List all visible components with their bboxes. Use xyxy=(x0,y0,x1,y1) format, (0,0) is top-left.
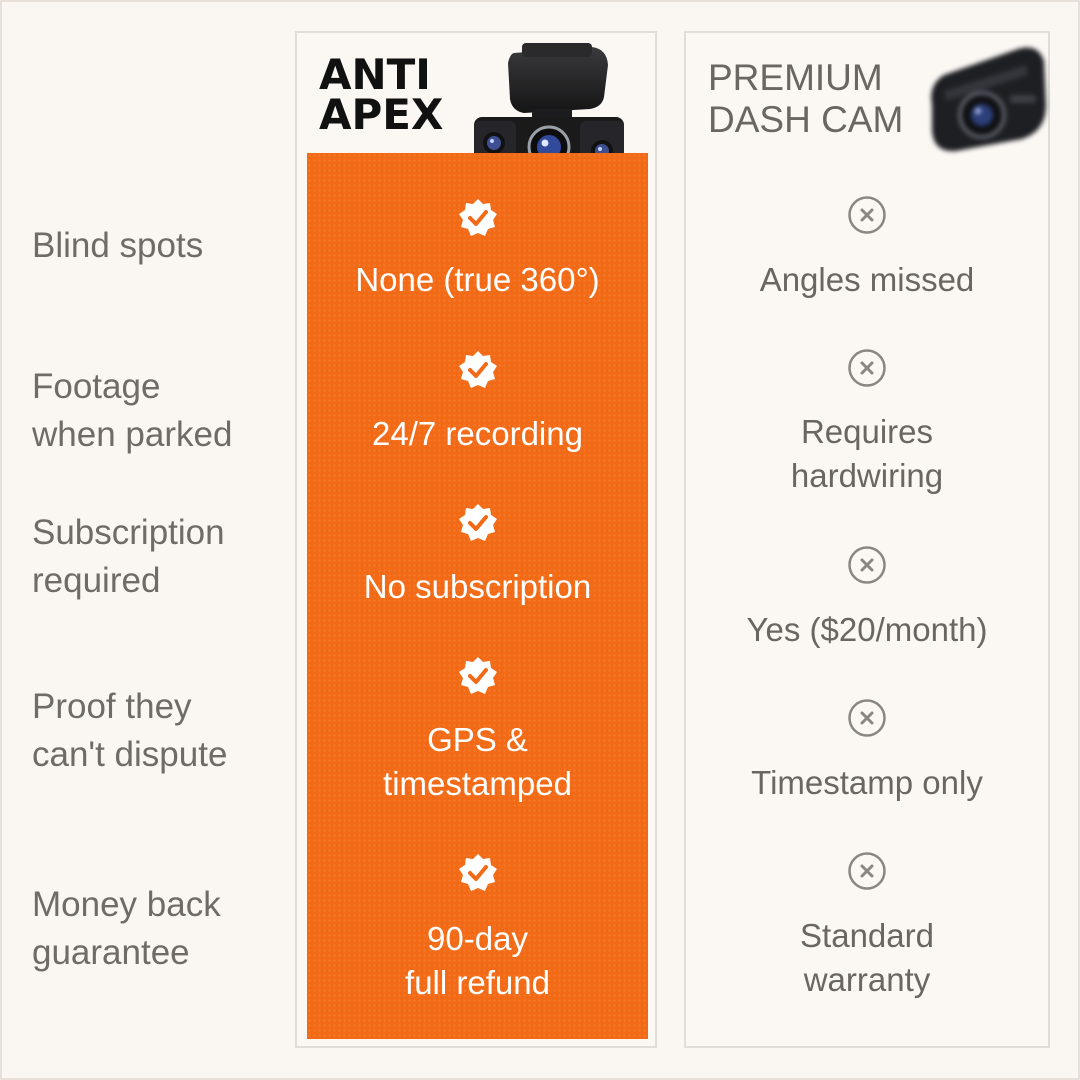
row-label-footage-parked: Footage when parked xyxy=(32,367,233,454)
anti-apex-subscription-value: No subscription xyxy=(363,568,592,605)
premium-subscription-value: Yes ($20/month) xyxy=(746,611,988,648)
check-badge-icon xyxy=(459,854,497,891)
row-label-proof: Proof they can't dispute xyxy=(32,687,228,774)
premium-footage-parked-value: Requires hardwiring xyxy=(790,413,944,494)
row-label-blind-spots: Blind spots xyxy=(32,226,204,265)
dash-cam-image xyxy=(931,47,1046,152)
anti-apex-blind-spots-value: None (true 360°) xyxy=(355,261,600,298)
x-circle-icon xyxy=(848,349,886,387)
premium-dash-cam-column: PREMIUM DASH CAM Angles missed Requires … xyxy=(684,31,1050,1048)
anti-apex-column: ANTI APEX None (true 360° xyxy=(295,31,657,1048)
anti-apex-highlight-panel: None (true 360°) 24/7 recording No subsc… xyxy=(307,153,648,1039)
x-circle-icon xyxy=(848,196,886,234)
premium-dash-cam-title: PREMIUM DASH CAM xyxy=(708,57,904,140)
x-circle-icon xyxy=(848,852,886,890)
check-badge-icon xyxy=(459,504,497,541)
row-label-subscription: Subscription required xyxy=(32,513,225,600)
anti-apex-footage-parked-value: 24/7 recording xyxy=(372,415,583,452)
x-circle-icon xyxy=(848,546,886,584)
anti-apex-proof-value: GPS & timestamped xyxy=(383,721,572,802)
premium-proof-value: Timestamp only xyxy=(751,764,983,801)
premium-money-back-value: Standard warranty xyxy=(800,917,934,998)
anti-apex-money-back-value: 90-day full refund xyxy=(405,920,550,1001)
check-badge-icon xyxy=(459,351,497,388)
anti-apex-logo-text: ANTI APEX xyxy=(319,50,444,139)
row-label-money-back: Money back guarantee xyxy=(32,885,221,972)
premium-blind-spots-value: Angles missed xyxy=(759,261,975,298)
x-circle-icon xyxy=(848,699,886,737)
check-badge-icon xyxy=(459,199,497,236)
check-badge-icon xyxy=(459,657,497,694)
